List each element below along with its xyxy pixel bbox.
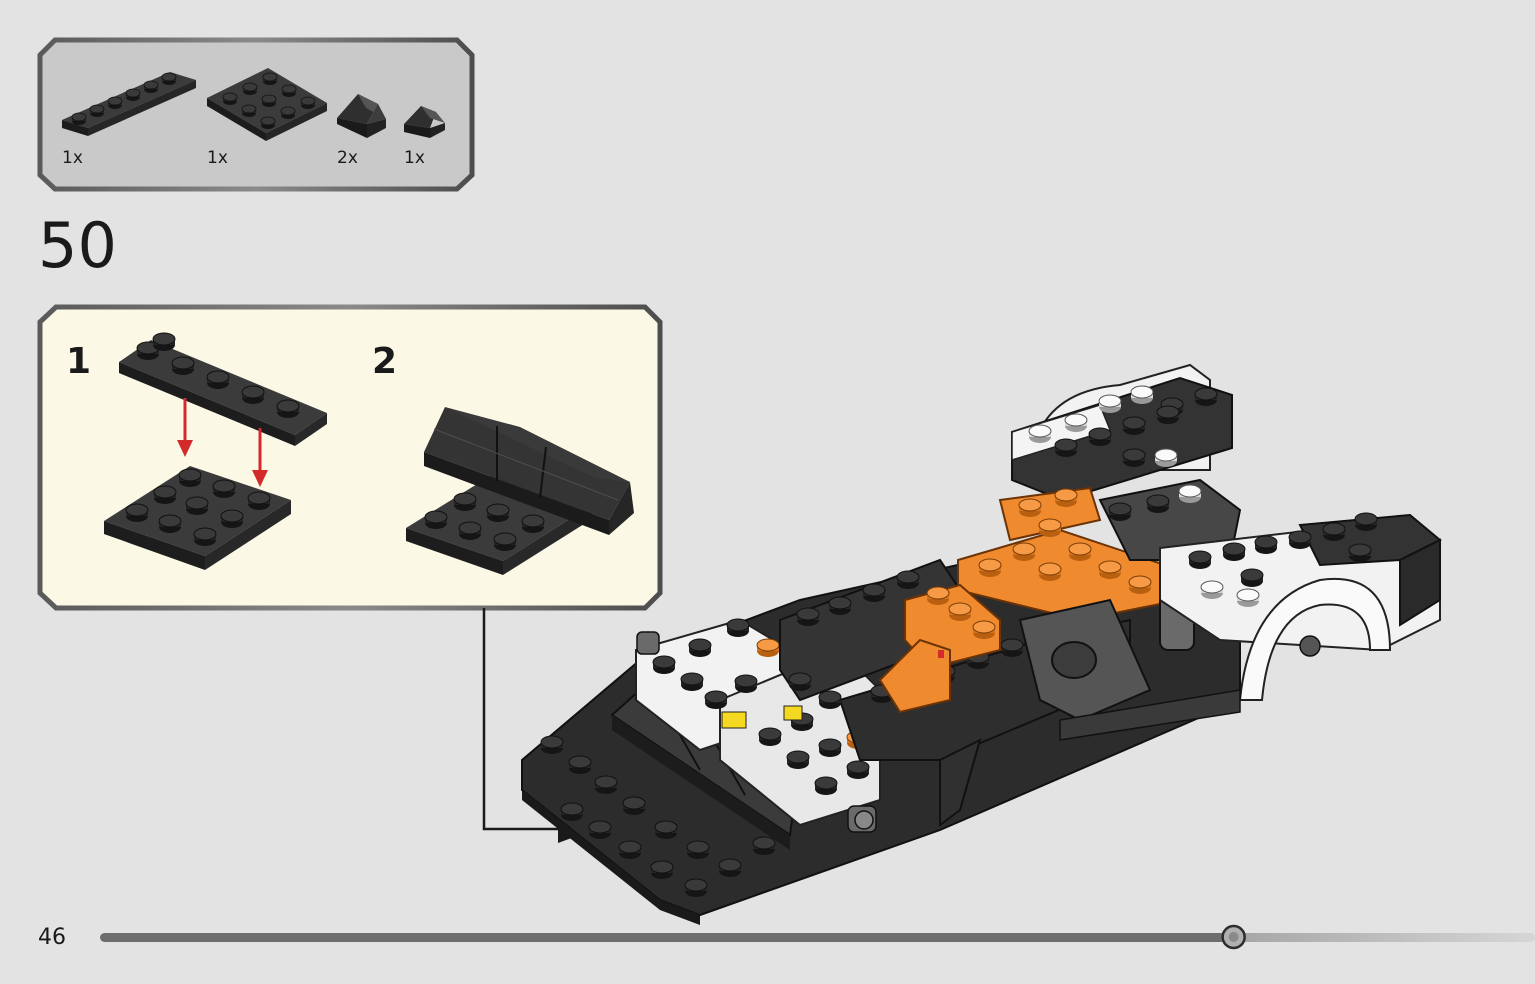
- part-quantity: 2x: [337, 148, 358, 168]
- orange-bricks: [878, 486, 1181, 714]
- progress-bar: [100, 924, 1535, 950]
- engine-block: [1018, 478, 1242, 722]
- rear-arch: [1011, 363, 1233, 502]
- subassembly-panel: 1 2: [37, 304, 663, 611]
- plate-3x3-icon: [207, 68, 327, 141]
- substep-number: 1: [66, 341, 91, 382]
- slope-2x2-icon: [337, 94, 386, 138]
- part-quantity: 1x: [62, 148, 83, 168]
- plate-3x3-icon: [104, 466, 291, 570]
- part-quantity: 1x: [207, 148, 228, 168]
- slope-row-icon: [424, 407, 634, 535]
- plate-1x6-icon: [119, 332, 327, 446]
- part-quantity: 1x: [404, 148, 425, 168]
- parts-callout: 1x 1x 2x: [37, 37, 475, 192]
- rear-right-arch: [1159, 512, 1442, 701]
- substep-number: 2: [372, 341, 397, 382]
- page-number: 46: [38, 925, 66, 950]
- step-number: 50: [38, 209, 117, 282]
- slope-1x2-icon: [404, 106, 445, 138]
- assembly-arrow-icon: [177, 398, 268, 487]
- plate-1x6-icon: [62, 72, 196, 136]
- car-model-illustration: [521, 363, 1442, 925]
- axle-pins: [636, 631, 877, 833]
